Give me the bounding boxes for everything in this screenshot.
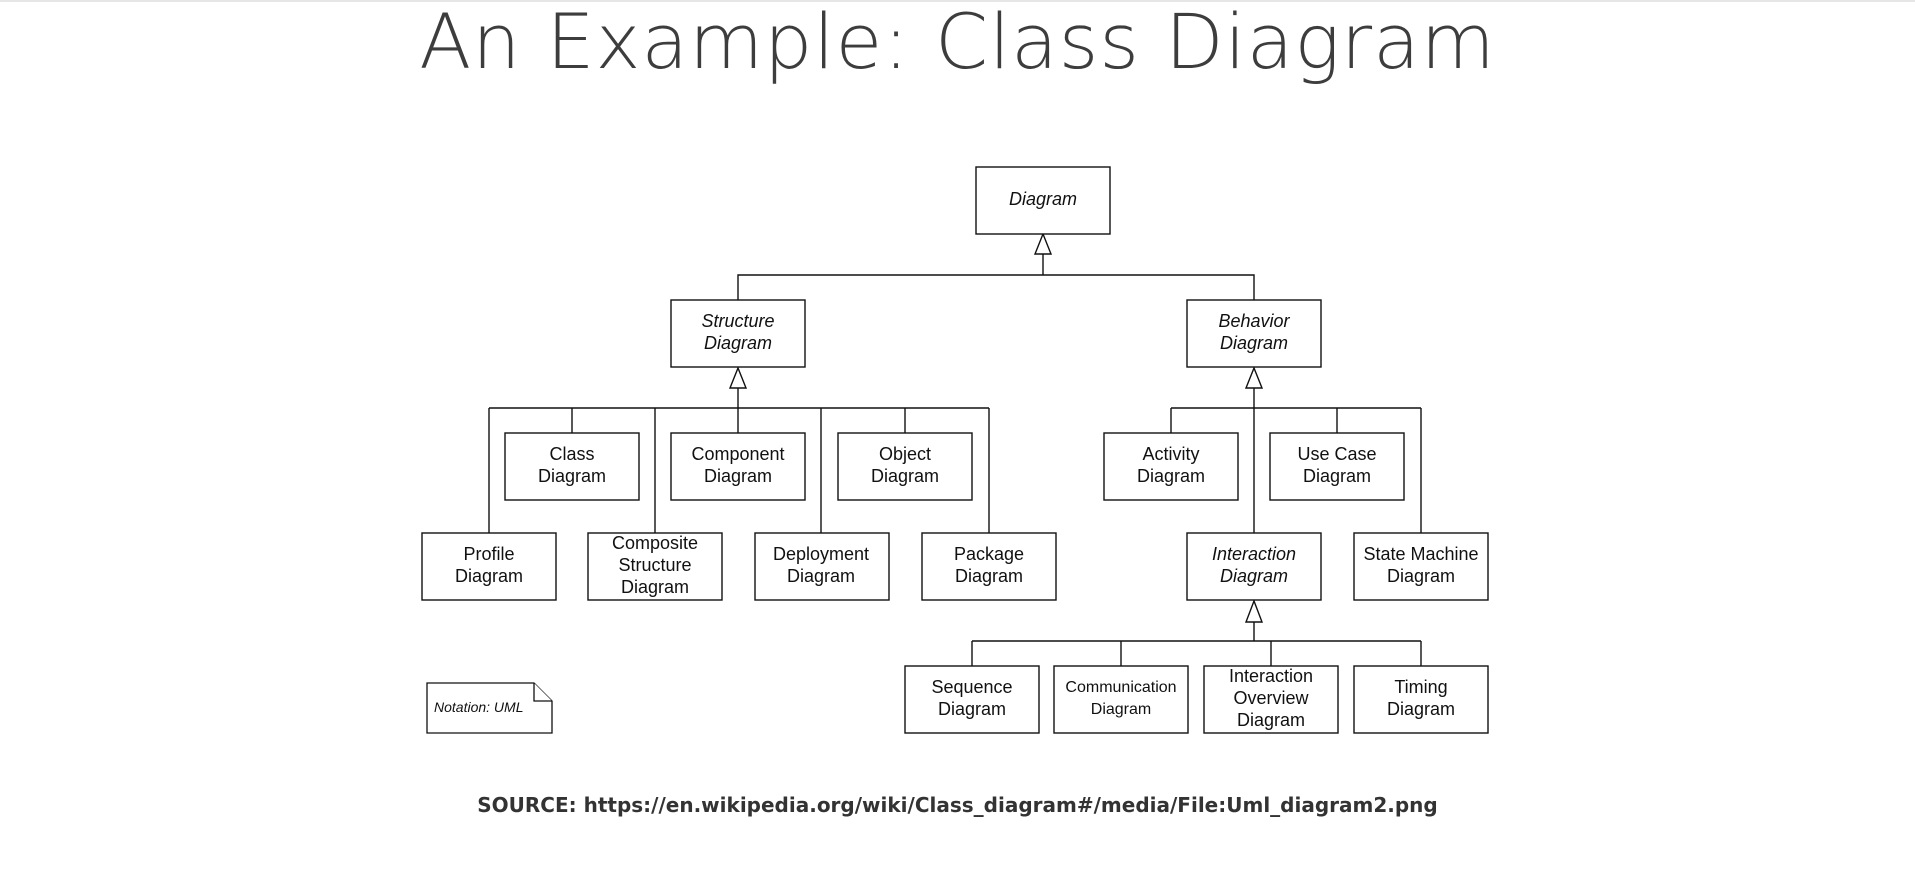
connector-diagram-children — [737, 232, 1255, 325]
node-structure-diagram-line1: Structure — [701, 311, 774, 331]
node-use-case-diagram: Use Case Diagram — [1269, 432, 1405, 501]
node-sequence-diagram: Sequence Diagram — [904, 665, 1040, 734]
node-structure-diagram: Structure Diagram — [670, 299, 806, 368]
node-use-case-diagram-line1: Use Case — [1297, 444, 1376, 464]
node-timing-diagram-line2: Diagram — [1387, 699, 1455, 719]
node-diagram-label: Diagram — [1009, 189, 1077, 209]
node-behavior-diagram: Behavior Diagram — [1186, 299, 1322, 368]
node-activity-diagram-line2: Diagram — [1137, 466, 1205, 486]
node-object-diagram-line2: Diagram — [871, 466, 939, 486]
node-communication-diagram-line1: Communication — [1065, 679, 1176, 696]
node-state-machine-diagram: State Machine Diagram — [1353, 532, 1489, 601]
connector-interaction-children — [971, 599, 1422, 666]
node-class-diagram: Class Diagram — [504, 432, 640, 501]
node-package-diagram-line2: Diagram — [955, 566, 1023, 586]
note-fold — [533, 683, 552, 702]
node-timing-diagram: Timing Diagram — [1353, 665, 1489, 734]
node-composite-structure-diagram-line3: Diagram — [621, 577, 689, 597]
node-deployment-diagram-line1: Deployment — [773, 544, 869, 564]
connector-structure-children — [488, 366, 990, 533]
slide-title: An Example: Class Diagram — [419, 0, 1496, 86]
node-communication-diagram: Communication Diagram — [1053, 665, 1189, 734]
node-interaction-overview-diagram: Interaction Overview Diagram — [1203, 665, 1339, 734]
node-interaction-diagram-line1: Interaction — [1212, 544, 1296, 564]
node-timing-diagram-line1: Timing — [1394, 677, 1447, 697]
node-interaction-diagram-line2: Diagram — [1220, 566, 1288, 586]
node-component-diagram-line1: Component — [691, 444, 784, 464]
node-interaction-diagram: Interaction Diagram — [1186, 532, 1322, 601]
node-use-case-diagram-line2: Diagram — [1303, 466, 1371, 486]
node-profile-diagram-line2: Diagram — [455, 566, 523, 586]
node-activity-diagram-line1: Activity — [1142, 444, 1199, 464]
notation-note-text: Notation: UML — [434, 699, 523, 715]
node-component-diagram: Component Diagram — [670, 432, 806, 501]
node-behavior-diagram-line1: Behavior — [1218, 311, 1290, 331]
node-package-diagram-line1: Package — [954, 544, 1024, 564]
node-deployment-diagram-line2: Diagram — [787, 566, 855, 586]
node-state-machine-diagram-line2: Diagram — [1387, 566, 1455, 586]
node-object-diagram-line1: Object — [879, 444, 931, 464]
top-divider — [0, 0, 1915, 2]
node-package-diagram: Package Diagram — [921, 532, 1057, 601]
note-shape — [426, 682, 553, 734]
generalization-arrowhead — [728, 366, 748, 389]
node-communication-diagram-line2: Diagram — [1091, 701, 1151, 718]
node-object-diagram: Object Diagram — [837, 432, 973, 501]
node-composite-structure-diagram-line1: Composite — [612, 533, 698, 553]
node-class-diagram-line1: Class — [549, 444, 594, 464]
node-deployment-diagram: Deployment Diagram — [754, 532, 890, 601]
node-behavior-diagram-line2: Diagram — [1220, 333, 1288, 353]
node-structure-diagram-line2: Diagram — [704, 333, 772, 353]
generalization-arrowhead — [1244, 366, 1264, 389]
node-sequence-diagram-line2: Diagram — [938, 699, 1006, 719]
node-diagram: Diagram — [975, 166, 1111, 235]
node-interaction-overview-diagram-line3: Diagram — [1237, 710, 1305, 730]
node-composite-structure-diagram-line2: Structure — [618, 555, 691, 575]
node-profile-diagram: Profile Diagram — [421, 532, 557, 601]
node-sequence-diagram-line1: Sequence — [931, 677, 1012, 697]
generalization-arrowhead — [1033, 232, 1053, 255]
node-profile-diagram-line1: Profile — [463, 544, 514, 564]
generalization-arrowhead — [1244, 599, 1264, 623]
node-interaction-overview-diagram-line1: Interaction — [1229, 666, 1313, 686]
node-activity-diagram: Activity Diagram — [1103, 432, 1239, 501]
node-composite-structure-diagram: Composite Structure Diagram — [587, 532, 723, 601]
node-interaction-overview-diagram-line2: Overview — [1233, 688, 1309, 708]
source-citation: SOURCE: https://en.wikipedia.org/wiki/Cl… — [477, 793, 1438, 817]
notation-note: Notation: UML — [426, 682, 553, 734]
connector-behavior-children — [1170, 366, 1422, 533]
node-component-diagram-line2: Diagram — [704, 466, 772, 486]
node-class-diagram-line2: Diagram — [538, 466, 606, 486]
node-state-machine-diagram-line1: State Machine — [1363, 544, 1478, 564]
